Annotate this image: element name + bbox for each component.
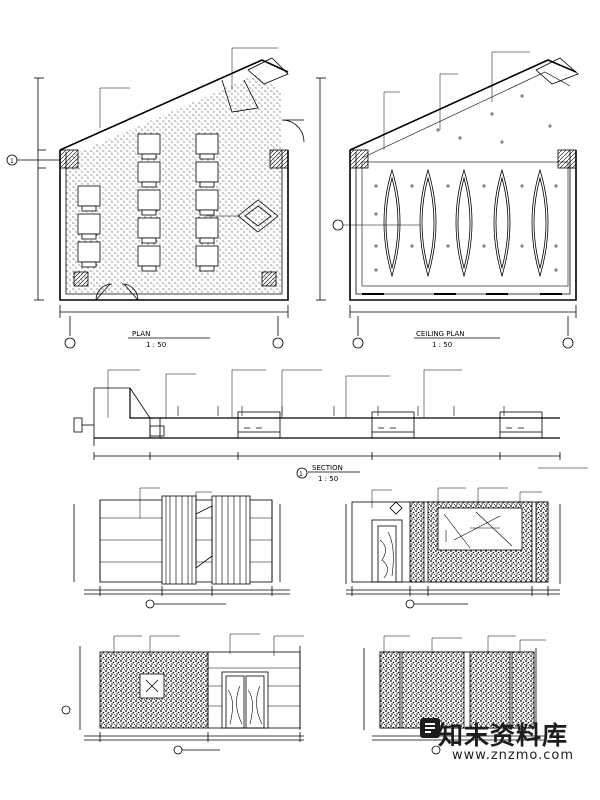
watermark-logo-icon [420, 718, 440, 738]
ceiling-plan-label: CEILING PLAN [416, 330, 465, 338]
level-marker-icon [61, 705, 71, 715]
elevation-a [73, 487, 290, 609]
watermark-url: www.znzmo.com [452, 748, 575, 763]
watermark-brand: 知末资料库 [438, 721, 569, 750]
elevation-b [345, 487, 561, 609]
elevation-d [363, 635, 546, 755]
section-marker-icon [296, 467, 308, 479]
elevation-marker-icon [145, 599, 155, 609]
grid-label-1: 1 [10, 158, 14, 165]
elevation-marker-icon [173, 745, 183, 755]
grid-marker-icon [562, 337, 574, 349]
grid-marker-icon [352, 337, 364, 349]
elevation-marker-icon [405, 599, 415, 609]
section-marker-number: 1 [299, 471, 303, 478]
ceiling-plan-scale: 1 : 50 [432, 341, 452, 349]
section-label: SECTION [312, 464, 343, 472]
ceiling-plan [316, 51, 579, 349]
elevation-c [61, 633, 304, 755]
floor-plan [6, 47, 305, 349]
elevation-marker-icon [431, 745, 441, 755]
grid-marker-icon [272, 337, 284, 349]
section-scale: 1 : 50 [318, 475, 338, 483]
section-view [73, 369, 588, 479]
grid-marker-icon [332, 219, 344, 231]
plan-scale: 1 : 50 [146, 341, 166, 349]
plan-label: PLAN [132, 330, 150, 338]
grid-marker-icon [64, 337, 76, 349]
